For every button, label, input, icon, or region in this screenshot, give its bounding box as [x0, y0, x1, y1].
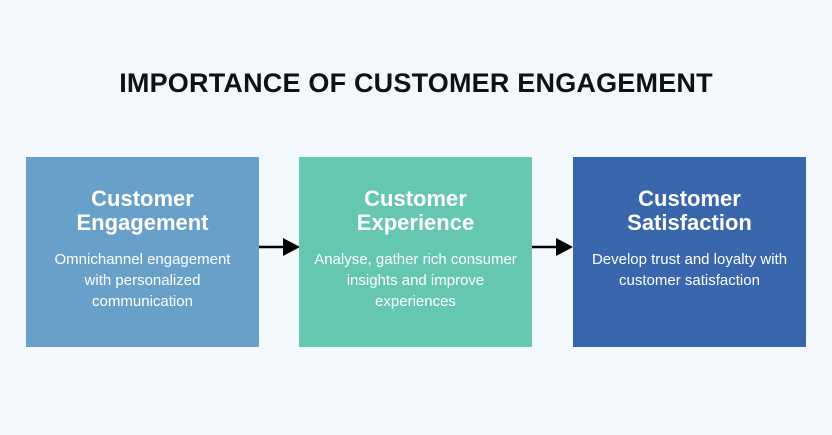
step-customer-satisfaction: Customer Satisfaction Develop trust and …	[573, 157, 806, 347]
step-description: Analyse, gather rich consumer insights a…	[314, 251, 517, 310]
arrow-right-icon	[259, 238, 300, 256]
step-description: Develop trust and loyalty with customer …	[591, 251, 788, 289]
step-description: Omnichannel engagement with personalized…	[54, 251, 231, 310]
step-customer-experience: Customer Experience Analyse, gather rich…	[299, 157, 532, 347]
step-title: Customer Satisfaction	[627, 186, 752, 235]
step-title: Customer Experience	[356, 186, 475, 235]
step-customer-engagement: Customer Engagement Omnichannel engageme…	[26, 157, 259, 347]
step-title: Customer Engagement	[76, 186, 209, 235]
arrow-right-icon	[532, 238, 573, 256]
diagram-title: IMPORTANCE OF CUSTOMER ENGAGEMENT	[119, 68, 713, 98]
